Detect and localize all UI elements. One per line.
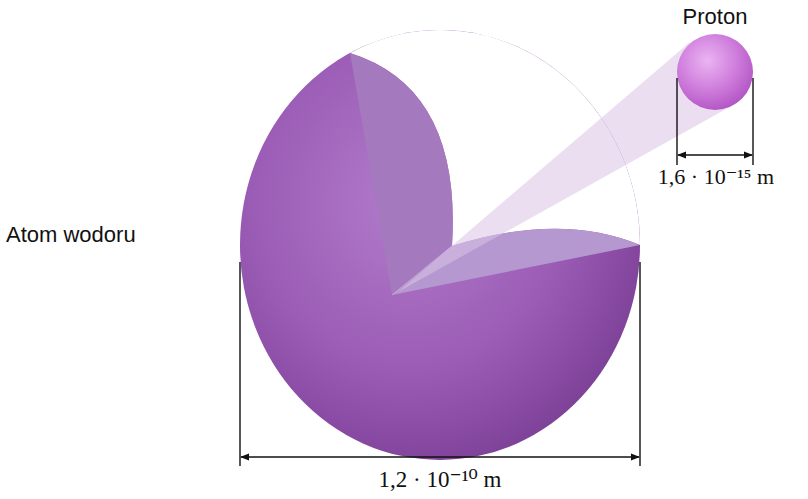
dimension-label: 1,2 · 10⁻¹⁰ m: [377, 467, 504, 493]
dimension-label: 1,6 · 10⁻¹⁵ m: [656, 164, 776, 189]
proton-extension-line: [676, 78, 677, 165]
atom-sphere: [240, 30, 640, 460]
atom-extension-line: [639, 262, 640, 466]
horizontal-cut-face: [392, 229, 640, 295]
atom-dimension-arrow: [241, 456, 639, 458]
part-name: Atom wodoru: [4, 222, 138, 247]
atom-extension-line: [239, 262, 240, 466]
proton-extension-line: [752, 78, 753, 165]
proton-dimension-arrow: [678, 154, 752, 156]
proton-sphere: [677, 34, 753, 110]
part-name: Proton: [681, 4, 750, 29]
cut-edge: [392, 246, 452, 295]
